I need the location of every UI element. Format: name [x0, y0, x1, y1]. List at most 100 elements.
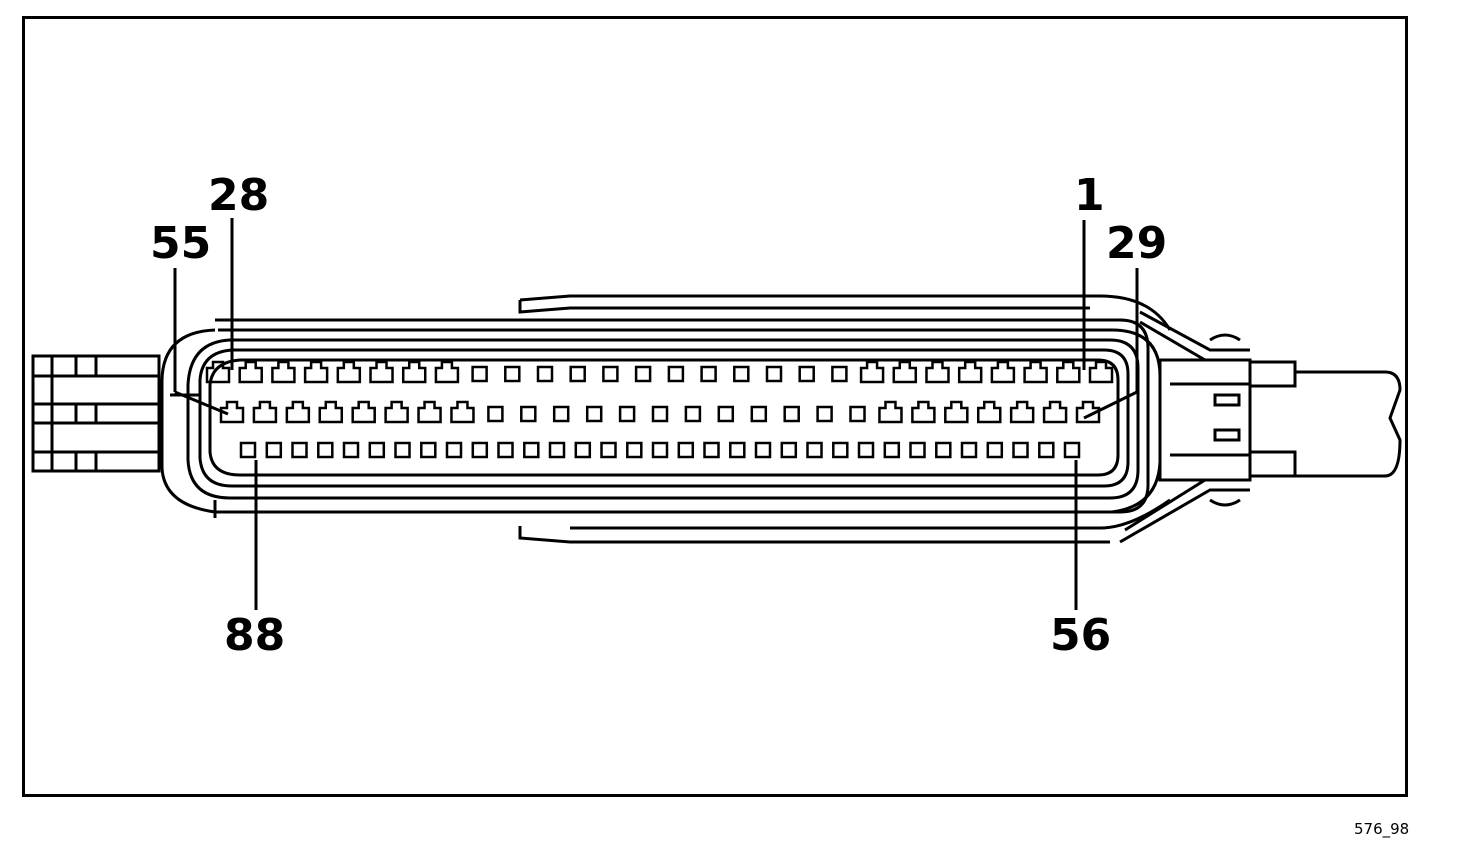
pin-29 — [1075, 400, 1101, 424]
pin-30 — [1042, 400, 1068, 424]
pin-2 — [1056, 360, 1081, 384]
pin-49 — [417, 400, 442, 424]
pin-73 — [626, 441, 643, 459]
pin-87 — [265, 441, 283, 459]
pin-55 — [219, 400, 245, 424]
pin-82 — [394, 441, 411, 459]
pin-22 — [401, 360, 427, 384]
diagram-frame — [22, 16, 1408, 797]
pin-79 — [471, 441, 489, 459]
pin-9 — [831, 365, 848, 383]
pin-row-top — [205, 360, 1114, 384]
pin-24 — [336, 360, 362, 384]
figure-id: 576_98 — [1354, 820, 1410, 838]
pin-14 — [667, 365, 685, 383]
pin-70 — [703, 441, 720, 459]
pin-56 — [1063, 441, 1081, 459]
pin-15 — [634, 365, 652, 383]
pin-80 — [445, 441, 463, 459]
pin-47 — [487, 405, 504, 423]
pin-77 — [523, 441, 540, 459]
pin-16 — [602, 365, 619, 383]
label-pin-28: 28 — [208, 170, 269, 221]
pin-33 — [944, 400, 969, 424]
pin-38 — [783, 405, 800, 423]
pin-7 — [892, 360, 918, 384]
pin-86 — [291, 441, 308, 459]
pin-60 — [960, 441, 978, 459]
pin-66 — [806, 441, 823, 459]
pin-13 — [700, 365, 717, 383]
pin-59 — [986, 441, 1004, 459]
label-pin-1: 1 — [1074, 170, 1105, 221]
pin-20 — [471, 365, 488, 383]
pin-1 — [1088, 360, 1114, 384]
cable-fitting — [1119, 310, 1402, 544]
label-pin-55: 55 — [150, 218, 211, 269]
pin-45 — [552, 405, 570, 423]
pin-72 — [651, 441, 669, 459]
pin-65 — [832, 441, 849, 459]
pin-64 — [857, 441, 875, 459]
pin-35 — [878, 400, 903, 424]
pin-6 — [925, 360, 950, 384]
pin-36 — [849, 405, 866, 423]
pin-26 — [271, 360, 296, 384]
pin-18 — [536, 365, 554, 383]
pin-51 — [351, 400, 376, 424]
pin-8 — [859, 360, 885, 384]
pin-76 — [548, 441, 566, 459]
pin-27 — [238, 360, 263, 384]
pin-62 — [909, 441, 926, 459]
pin-31 — [1009, 400, 1035, 424]
pin-11 — [765, 365, 783, 383]
pin-32 — [976, 400, 1002, 424]
pin-17 — [569, 365, 586, 383]
pin-5 — [957, 360, 983, 384]
label-pin-88: 88 — [224, 610, 285, 661]
pin-52 — [318, 400, 344, 424]
pin-23 — [369, 360, 394, 384]
pin-row-middle — [219, 400, 1101, 424]
pin-41 — [684, 405, 702, 423]
label-pin-29: 29 — [1106, 218, 1167, 269]
locking-tabs — [518, 294, 1172, 544]
pin-68 — [754, 441, 772, 459]
pin-61 — [935, 441, 952, 459]
pin-88 — [239, 441, 257, 459]
pin-75 — [574, 441, 592, 459]
pin-42 — [651, 405, 669, 423]
pin-39 — [750, 405, 768, 423]
pin-69 — [729, 441, 746, 459]
pin-67 — [780, 441, 798, 459]
left-plug — [31, 354, 161, 473]
pin-44 — [585, 405, 603, 423]
pin-85 — [317, 441, 334, 459]
pin-12 — [733, 365, 750, 383]
pin-57 — [1038, 441, 1055, 459]
pin-34 — [911, 400, 936, 424]
pin-54 — [252, 400, 278, 424]
pin-40 — [717, 405, 735, 423]
pin-74 — [600, 441, 617, 459]
pin-50 — [384, 400, 409, 424]
pin-row-bottom — [239, 441, 1081, 459]
pin-81 — [420, 441, 437, 459]
pin-53 — [285, 400, 311, 424]
pin-71 — [677, 441, 695, 459]
pin-25 — [303, 360, 329, 384]
pin-84 — [342, 441, 360, 459]
pin-63 — [883, 441, 901, 459]
pin-43 — [618, 405, 636, 423]
pin-78 — [497, 441, 514, 459]
connector-housing — [160, 318, 1162, 518]
pin-58 — [1012, 441, 1029, 459]
pin-4 — [990, 360, 1016, 384]
pin-28 — [205, 360, 231, 384]
pin-10 — [798, 365, 815, 383]
label-pin-56: 56 — [1050, 610, 1111, 661]
pin-37 — [816, 405, 833, 423]
pin-3 — [1023, 360, 1048, 384]
pin-19 — [504, 365, 521, 383]
